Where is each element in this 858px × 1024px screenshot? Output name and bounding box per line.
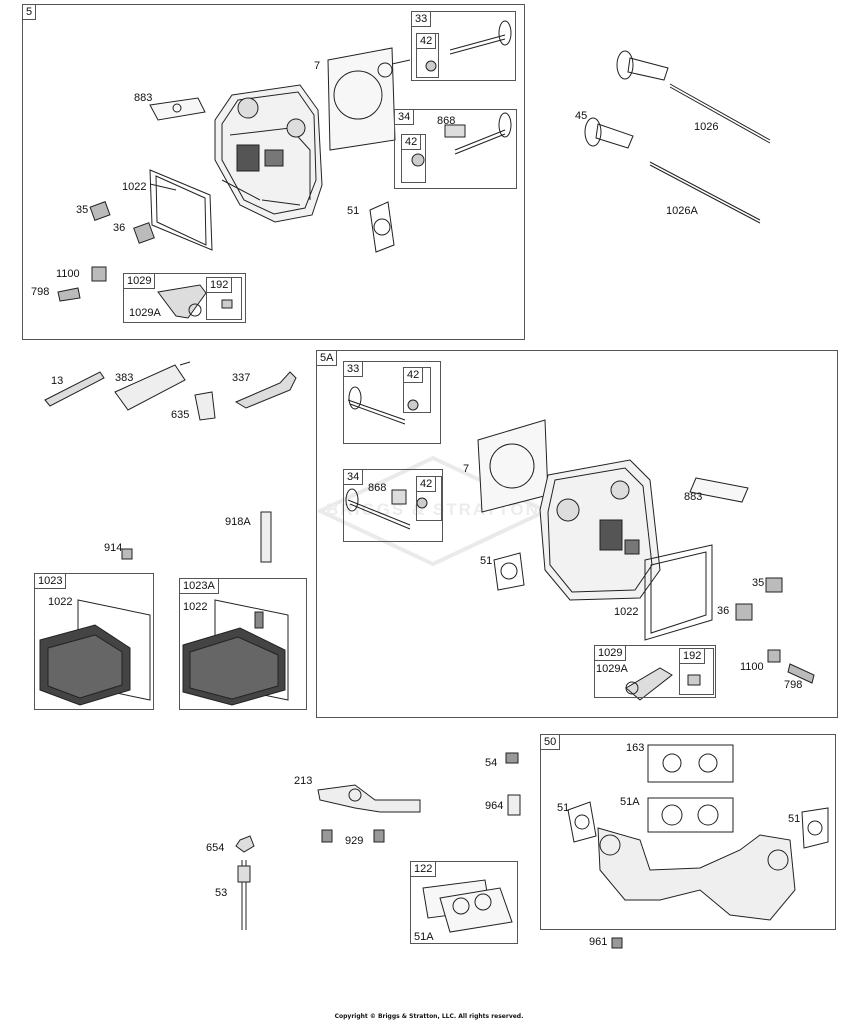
group-box-33: 33: [343, 361, 441, 444]
group-box-42: 42: [401, 134, 426, 183]
group-tag-42: 42: [416, 33, 437, 49]
callout-1022[interactable]: 1022: [614, 606, 639, 618]
group-box-1029: 1029: [123, 273, 246, 323]
group-tag-1023: 1023: [34, 573, 67, 589]
group-tag-50: 50: [540, 734, 561, 750]
group-box-192: 192: [679, 648, 714, 695]
callout-798[interactable]: 798: [784, 679, 803, 691]
callout-383[interactable]: 383: [115, 372, 134, 384]
group-box-50: 50: [540, 734, 836, 930]
callout-918A[interactable]: 918A: [225, 516, 251, 528]
group-box-1023A: 1023A: [179, 578, 307, 710]
callout-654[interactable]: 654: [206, 842, 225, 854]
callout-213[interactable]: 213: [294, 775, 313, 787]
group-tag-34: 34: [343, 469, 364, 485]
callout-635[interactable]: 635: [171, 409, 190, 421]
callout-51A[interactable]: 51A: [620, 796, 640, 808]
group-box-42: 42: [416, 476, 442, 521]
group-tag-122: 122: [410, 861, 437, 877]
group-box-192: 192: [206, 277, 242, 320]
callout-51[interactable]: 51: [480, 555, 493, 567]
group-tag-5: 5: [22, 4, 37, 20]
group-tag-1023A: 1023A: [179, 578, 219, 594]
callout-914[interactable]: 914: [104, 542, 123, 554]
callout-51[interactable]: 51: [557, 802, 570, 814]
callout-53[interactable]: 53: [215, 887, 228, 899]
group-tag-192: 192: [679, 648, 706, 664]
callout-1100[interactable]: 1100: [56, 268, 80, 280]
callout-1022[interactable]: 1022: [48, 596, 73, 608]
callout-868[interactable]: 868: [368, 482, 387, 494]
callout-868[interactable]: 868: [437, 115, 456, 127]
group-box-5A: 5A: [316, 350, 838, 718]
callout-1022[interactable]: 1022: [122, 181, 147, 193]
group-tag-33: 33: [343, 361, 364, 377]
group-tag-42: 42: [401, 134, 422, 150]
group-tag-5A: 5A: [316, 350, 338, 366]
callout-883[interactable]: 883: [134, 92, 153, 104]
callout-13[interactable]: 13: [51, 375, 64, 387]
group-box-33: 33: [411, 11, 516, 81]
group-box-42: 42: [416, 33, 439, 78]
callout-51[interactable]: 51: [788, 813, 801, 825]
group-tag-42: 42: [403, 367, 424, 383]
group-tag-34: 34: [394, 109, 415, 125]
copyright-notice: Copyright © Briggs & Stratton, LLC. All …: [334, 1013, 524, 1020]
callout-35[interactable]: 35: [752, 577, 765, 589]
group-box-34: 34: [343, 469, 443, 542]
callout-1100[interactable]: 1100: [740, 661, 764, 673]
callout-1026A[interactable]: 1026A: [666, 205, 698, 217]
callout-45[interactable]: 45: [575, 110, 588, 122]
callout-7[interactable]: 7: [463, 463, 470, 475]
group-box-1023: 1023: [34, 573, 154, 710]
callout-883[interactable]: 883: [684, 491, 703, 503]
callout-337[interactable]: 337: [232, 372, 251, 384]
callout-929[interactable]: 929: [345, 835, 364, 847]
callout-7[interactable]: 7: [314, 60, 321, 72]
group-box-42: 42: [403, 367, 431, 413]
callout-1029A[interactable]: 1029A: [596, 663, 628, 675]
group-box-5: 5: [22, 4, 525, 340]
callout-961[interactable]: 961: [589, 936, 608, 948]
callout-54[interactable]: 54: [485, 757, 498, 769]
group-tag-42: 42: [416, 476, 437, 492]
callout-964[interactable]: 964: [485, 800, 504, 812]
callout-1026[interactable]: 1026: [694, 121, 719, 133]
group-tag-1029: 1029: [594, 645, 627, 661]
group-box-1029: 1029: [594, 645, 716, 698]
cylinder-head-5: [214, 84, 323, 223]
callout-36[interactable]: 36: [717, 605, 730, 617]
group-tag-192: 192: [206, 277, 233, 293]
callout-51A[interactable]: 51A: [414, 931, 434, 943]
callout-1022[interactable]: 1022: [183, 601, 208, 613]
callout-36[interactable]: 36: [113, 222, 126, 234]
callout-163[interactable]: 163: [626, 742, 645, 754]
callout-798[interactable]: 798: [31, 286, 50, 298]
group-box-34: 34: [394, 109, 517, 189]
callout-35[interactable]: 35: [76, 204, 89, 216]
callout-1029A[interactable]: 1029A: [129, 307, 161, 319]
callout-51[interactable]: 51: [347, 205, 360, 217]
group-box-122: 122: [410, 861, 518, 944]
group-tag-33: 33: [411, 11, 432, 27]
group-tag-1029: 1029: [123, 273, 156, 289]
